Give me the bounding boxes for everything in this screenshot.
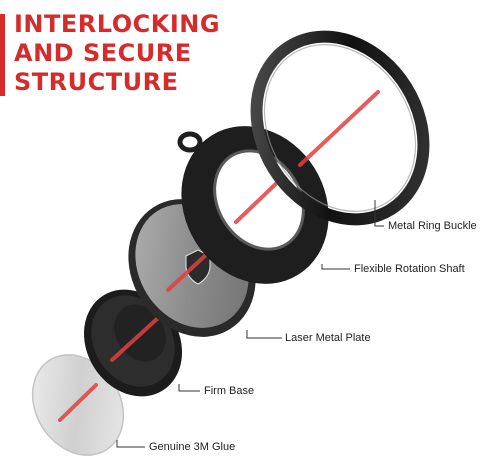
headline-line-3: STRUCTURE (14, 68, 179, 96)
firm-base (83, 289, 183, 397)
label-firm-base: Firm Base (204, 385, 255, 397)
callout-line-ring (374, 200, 384, 227)
metal-ring-buckle (250, 30, 430, 226)
callout-line-glue (116, 440, 145, 448)
axis-line-segment (58, 383, 98, 422)
axis-line-segment (110, 316, 160, 362)
callout-line-plate (246, 330, 282, 339)
callout-lines (116, 200, 384, 448)
accent-bar (0, 14, 5, 96)
label-flexible-rotation-shaft: Flexible Rotation Shaft (354, 263, 465, 275)
headline-line-1: INTERLOCKING (14, 10, 221, 38)
callout-line-shaft (321, 264, 350, 270)
label-laser-metal-plate: Laser Metal Plate (285, 332, 371, 344)
axis-line-segment (298, 90, 380, 167)
glue-disc (31, 354, 125, 456)
label-metal-ring-buckle: Metal Ring Buckle (388, 220, 477, 232)
headline-line-2: AND SECURE (14, 39, 192, 67)
label-genuine-3m-glue: Genuine 3M Glue (149, 441, 236, 453)
axis-line-segment (234, 176, 284, 224)
callout-line-base (178, 384, 200, 392)
headline: INTERLOCKING AND SECURE STRUCTURE (14, 10, 220, 97)
